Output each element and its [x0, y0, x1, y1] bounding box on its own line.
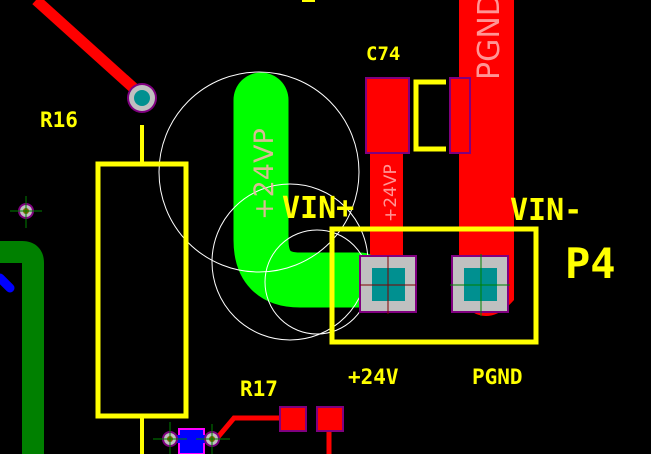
- r17-pad-2[interactable]: [316, 406, 344, 432]
- r16-silkscreen-body: [95, 161, 189, 419]
- inner-layer-trace[interactable]: [0, 273, 15, 293]
- r17-pad-1[interactable]: [279, 406, 307, 432]
- via-small-left[interactable]: [10, 196, 42, 228]
- top-copper-24vp-trace[interactable]: [370, 140, 403, 265]
- p4-label-vin-minus: VIN-: [510, 193, 582, 228]
- via-bottom-1[interactable]: [153, 422, 187, 454]
- bottom-copper-trace-left[interactable]: [0, 241, 44, 454]
- p4-silkscreen-outline: [329, 226, 539, 345]
- p4-pad-1[interactable]: [359, 255, 417, 314]
- designator-c74: C74: [366, 43, 400, 65]
- p4-pad-2[interactable]: [450, 254, 510, 316]
- via-bottom-2[interactable]: [196, 424, 230, 454]
- c74-pad-2[interactable]: [449, 77, 471, 154]
- p4-net-label-24v: +24V: [348, 365, 399, 389]
- bottom-copper-24vp-trace[interactable]: [233, 72, 388, 308]
- top-copper-trace-diagonal[interactable]: [32, 0, 142, 97]
- c74-pad-1[interactable]: [365, 77, 410, 154]
- r17-trace[interactable]: [216, 415, 292, 439]
- net-label-pgnd: PGND: [472, 0, 507, 80]
- clearance-circle-large: [158, 71, 360, 273]
- designator-r16: R16: [40, 108, 78, 132]
- designator-p4: P4: [565, 239, 616, 288]
- p4-label-vin-plus: VIN+: [282, 191, 354, 226]
- net-label-24vp-red: +24VP: [381, 164, 401, 222]
- net-label-24vp-green: +24VP: [249, 128, 280, 220]
- designator-r17: R17: [240, 377, 278, 401]
- c74-silkscreen-outline: [413, 79, 446, 152]
- p4-net-label-pgnd: PGND: [472, 365, 523, 389]
- via-r16[interactable]: [127, 83, 157, 113]
